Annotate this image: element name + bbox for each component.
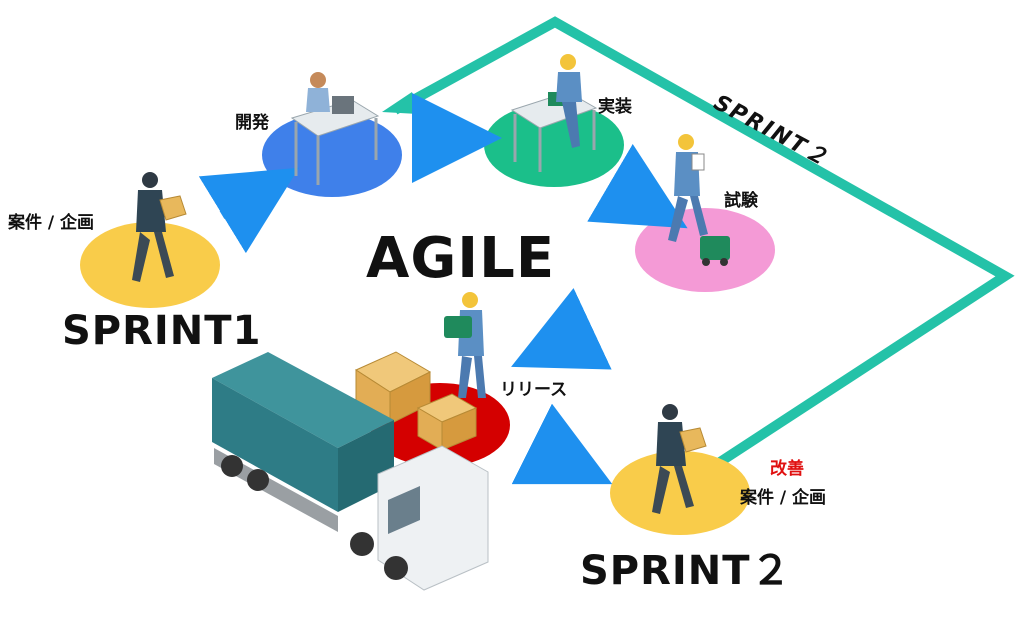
sprint2-loop-arrowhead [382,92,418,114]
label-agile: AGILE [366,226,556,291]
arrow-test-to-release [511,287,612,370]
label-develop: 開発 [235,113,269,133]
planner-person-2-icon [652,404,707,514]
developer-desk-icon [290,72,380,185]
label-planning-2: 案件 / 企画 [740,488,827,508]
container-truck-icon [212,352,489,591]
arrow-release-to-plan2 [511,403,613,485]
label-sprint1: SPRINT1 [62,308,262,354]
implementer-bench-icon [510,54,598,172]
label-implement: 実装 [598,97,632,117]
arrow-implement-to-test [587,143,688,229]
arrow-plan-to-develop [198,167,300,254]
label-release: リリース [500,380,568,400]
label-planning-1: 案件 / 企画 [8,213,95,233]
label-improvement: 改善 [770,459,804,479]
label-test: 試験 [724,191,758,211]
label-sprint2: SPRINT２ [580,548,792,594]
flow-arrows [198,93,688,485]
planning-circle-2 [610,451,750,535]
tester-icon [668,134,730,266]
release-worker-icon [444,292,486,398]
planner-person-1-icon [132,172,187,282]
planning-circle-1 [80,222,220,308]
sprint2-loop-path [392,16,1015,467]
cardboard-boxes-icon [354,351,478,451]
